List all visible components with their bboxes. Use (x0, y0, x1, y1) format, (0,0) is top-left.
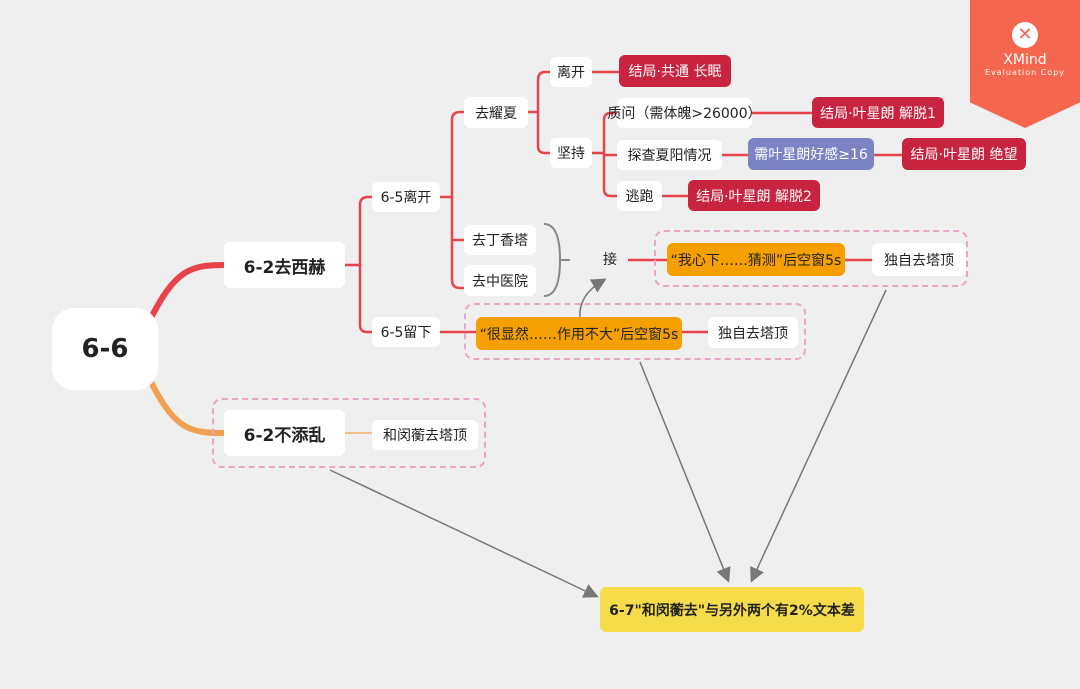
topic-lk[interactable]: 离开 (550, 57, 592, 87)
xmind-evaluation-badge: ✕ XMind Evaluation Copy (970, 0, 1080, 128)
topic-zhongyi[interactable]: 去中医院 (464, 265, 536, 296)
boundary-stay (464, 303, 806, 360)
topic-jie[interactable]: 接 (603, 252, 617, 268)
topic-tower-alone-1[interactable]: 独自去塔顶 (872, 243, 966, 276)
topic-jc[interactable]: 坚持 (550, 138, 592, 168)
quote-guess[interactable]: “我心下……猜测”后空窗5s (667, 243, 845, 276)
xmind-logo-icon: ✕ (1012, 22, 1038, 48)
topic-dingxiang[interactable]: 去丁香塔 (464, 225, 536, 255)
summary-note[interactable]: 6-7"和闵蘅去"与另外两个有2%文本差 (600, 587, 864, 632)
badge-subtitle: Evaluation Copy (984, 68, 1066, 77)
topic-escape[interactable]: 逃跑 (617, 181, 662, 211)
topic-leave[interactable]: 6-5离开 (372, 182, 440, 212)
ending-release1[interactable]: 结局·叶星朗 解脱1 (812, 97, 944, 128)
boundary-jie (654, 230, 968, 287)
topic-tower-with-minheng[interactable]: 和闵蘅去塔顶 (372, 420, 478, 450)
ending-common[interactable]: 结局·共通 长眠 (619, 55, 731, 87)
topic-probe[interactable]: 探查夏阳情况 (617, 140, 722, 170)
topic-question[interactable]: 质问（需体魄>26000） (607, 98, 762, 128)
topic-stay[interactable]: 6-5留下 (372, 317, 440, 347)
badge-title: XMind (1003, 52, 1047, 68)
topic-tower-alone-2[interactable]: 独自去塔顶 (708, 317, 798, 348)
topic-nomess[interactable]: 6-2不添乱 (224, 410, 345, 456)
condition-favor[interactable]: 需叶星朗好感≥16 (748, 138, 874, 170)
topic-yaoxia[interactable]: 去耀夏 (464, 97, 528, 128)
root-topic[interactable]: 6-6 (52, 308, 158, 390)
topic-west[interactable]: 6-2去西赫 (224, 242, 345, 288)
boundary-nomess (212, 398, 486, 468)
ending-despair[interactable]: 结局·叶星朗 绝望 (902, 138, 1026, 170)
ending-release2[interactable]: 结局·叶星朗 解脱2 (688, 180, 820, 211)
quote-useless[interactable]: “很显然……作用不大”后空窗5s (476, 317, 682, 350)
